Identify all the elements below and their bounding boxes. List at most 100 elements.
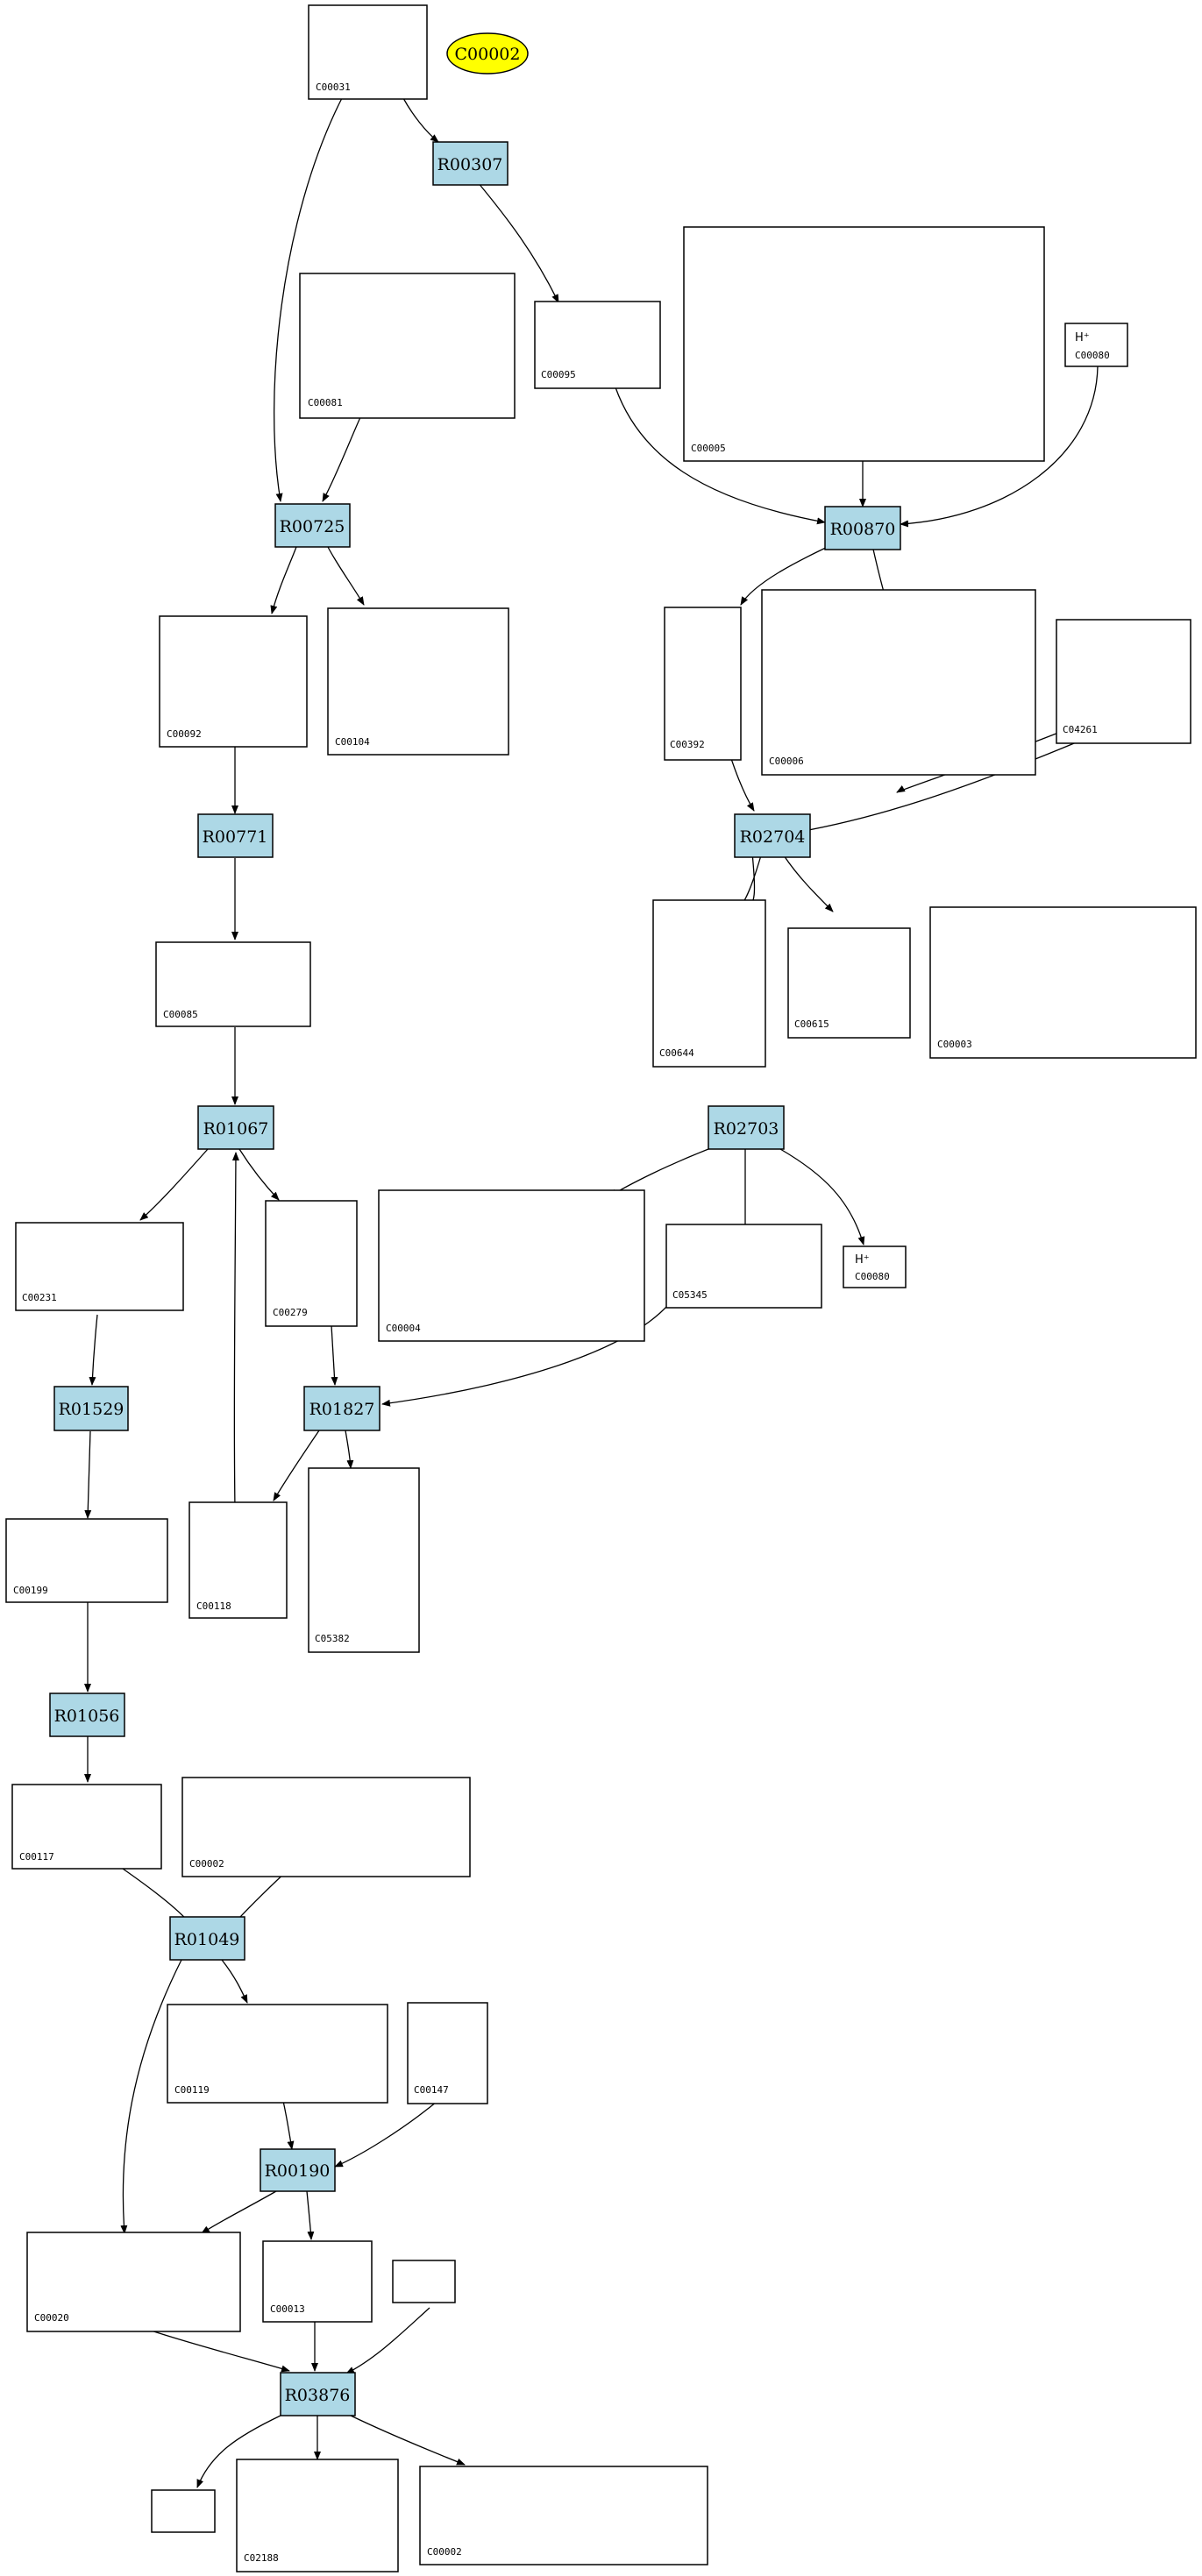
reaction-r00771[interactable]: R00771 — [197, 813, 274, 858]
reaction-box — [432, 141, 509, 186]
reaction-r02704[interactable]: R02704 — [734, 813, 811, 858]
edge — [196, 2415, 281, 2488]
reaction-r01056[interactable]: R01056 — [49, 1692, 125, 1737]
edges — [84, 97, 1099, 2488]
edge — [350, 2415, 466, 2466]
reaction-box — [708, 1105, 785, 1150]
compound-c00615[interactable]: C00615 — [787, 927, 911, 1039]
compound-box — [683, 226, 1045, 462]
reaction-label: R01529 — [59, 1400, 124, 1419]
compound-c00002-bottom[interactable]: C00002 — [419, 2466, 708, 2565]
atp-ellipse-node[interactable]: C00002 — [446, 32, 529, 75]
reaction-box — [169, 1916, 245, 1961]
edge — [345, 2307, 430, 2374]
edge — [221, 1959, 248, 2004]
edge — [282, 2100, 295, 2150]
compound-label: C00002 — [189, 1858, 224, 1870]
compound-label: C00003 — [937, 1039, 972, 1050]
compound-label: C00095 — [541, 369, 576, 380]
compound-c00031[interactable]: C00031 — [308, 4, 428, 100]
compound-c00104[interactable]: C00104 — [327, 607, 509, 756]
compound-label: C00002 — [427, 2546, 462, 2558]
edge — [402, 97, 439, 143]
reaction-label: R00870 — [830, 520, 896, 539]
reaction-r00870[interactable]: R00870 — [824, 506, 901, 550]
compound-c05382[interactable]: C05382 — [308, 1467, 420, 1653]
compound-label: C00085 — [163, 1009, 198, 1020]
compound-label: C00031 — [316, 82, 351, 93]
reaction-box — [274, 503, 351, 548]
compound-label: C00231 — [22, 1292, 57, 1303]
compound-label: C02188 — [244, 2552, 279, 2564]
compound-c00279[interactable]: C00279 — [265, 1200, 358, 1327]
reaction-box — [197, 1105, 274, 1150]
edge — [900, 365, 1099, 528]
compound-c00005[interactable]: C00005 — [683, 226, 1045, 462]
compound-unlabeled-mid[interactable] — [392, 2260, 456, 2303]
compound-c02188[interactable]: C02188 — [236, 2459, 399, 2572]
compound-c00119[interactable]: C00119 — [167, 2004, 388, 2104]
reaction-r01529[interactable]: R01529 — [53, 1386, 129, 1431]
compound-c00092[interactable]: C00092 — [159, 615, 308, 748]
edge — [273, 1430, 320, 1501]
compound-c00118[interactable]: C00118 — [188, 1501, 288, 1619]
reaction-r01049[interactable]: R01049 — [169, 1916, 245, 1961]
reaction-label: R01827 — [309, 1400, 375, 1419]
compound-c04261[interactable]: C04261 — [1056, 619, 1191, 744]
compound-label: C04261 — [1063, 724, 1098, 735]
compound-label: C00080 — [1075, 350, 1110, 361]
compound-c00644[interactable]: C00644 — [652, 899, 766, 1068]
edge — [274, 97, 343, 502]
compound-c00013[interactable]: C00013 — [262, 2240, 373, 2323]
reaction-r00307[interactable]: R00307 — [432, 141, 509, 186]
compound-c00199[interactable]: C00199 — [5, 1518, 168, 1603]
compound-c00080-mid[interactable]: H⁺ C00080 — [843, 1245, 907, 1288]
compound-box — [929, 906, 1197, 1059]
compound-c00002-mid[interactable]: C00002 — [181, 1777, 471, 1877]
reaction-label: R01056 — [54, 1707, 120, 1726]
compound-label: C00005 — [691, 443, 726, 454]
compound-label: C05382 — [315, 1633, 350, 1644]
reaction-r01827[interactable]: R01827 — [303, 1386, 381, 1431]
compound-box — [262, 2240, 373, 2323]
compound-unlabeled-bottom[interactable] — [151, 2489, 216, 2533]
compound-box — [236, 2459, 399, 2572]
compound-box — [151, 2489, 216, 2533]
reaction-label: R00190 — [265, 2161, 331, 2181]
edge — [322, 415, 362, 502]
reaction-r01067[interactable]: R01067 — [197, 1105, 274, 1150]
compound-box — [843, 1245, 907, 1288]
compound-c00004[interactable]: C00004 — [378, 1189, 645, 1342]
compound-c00006[interactable]: C00006 — [761, 589, 1036, 776]
reaction-r00725[interactable]: R00725 — [274, 503, 351, 548]
compound-c00081[interactable]: C00081 — [299, 273, 516, 419]
compound-label: C00644 — [659, 1047, 694, 1059]
edge — [84, 1430, 92, 1519]
compound-c00231[interactable]: C00231 — [15, 1222, 184, 1311]
reaction-r00190[interactable]: R00190 — [260, 2148, 336, 2192]
compound-c00147[interactable]: C00147 — [407, 2002, 488, 2104]
compound-c05345[interactable]: C05345 — [665, 1224, 822, 1309]
compound-c00020[interactable]: C00020 — [26, 2232, 241, 2332]
compound-c00117[interactable]: C00117 — [11, 1784, 162, 1870]
compound-box — [308, 1467, 420, 1653]
compound-c00080-top[interactable]: H⁺ C00080 — [1064, 323, 1128, 367]
reaction-box — [303, 1386, 381, 1431]
edge — [334, 2097, 443, 2168]
compound-c00003[interactable]: C00003 — [929, 906, 1197, 1059]
edge — [783, 855, 834, 912]
reaction-box — [280, 2372, 356, 2416]
edge — [737, 855, 762, 912]
reaction-label: R00307 — [437, 155, 503, 174]
compound-c00085[interactable]: C00085 — [155, 941, 311, 1027]
reaction-r03876[interactable]: R03876 — [280, 2372, 356, 2416]
compound-label: C00199 — [13, 1585, 48, 1596]
compound-box — [327, 607, 509, 756]
compound-box — [188, 1501, 288, 1619]
reaction-label: R01067 — [203, 1119, 269, 1139]
edge — [608, 1148, 709, 1197]
reaction-r02703[interactable]: R02703 — [708, 1105, 785, 1150]
edge — [89, 1314, 98, 1386]
compound-c00392[interactable]: C00392 — [664, 607, 742, 761]
compound-c00095[interactable]: C00095 — [534, 301, 661, 389]
